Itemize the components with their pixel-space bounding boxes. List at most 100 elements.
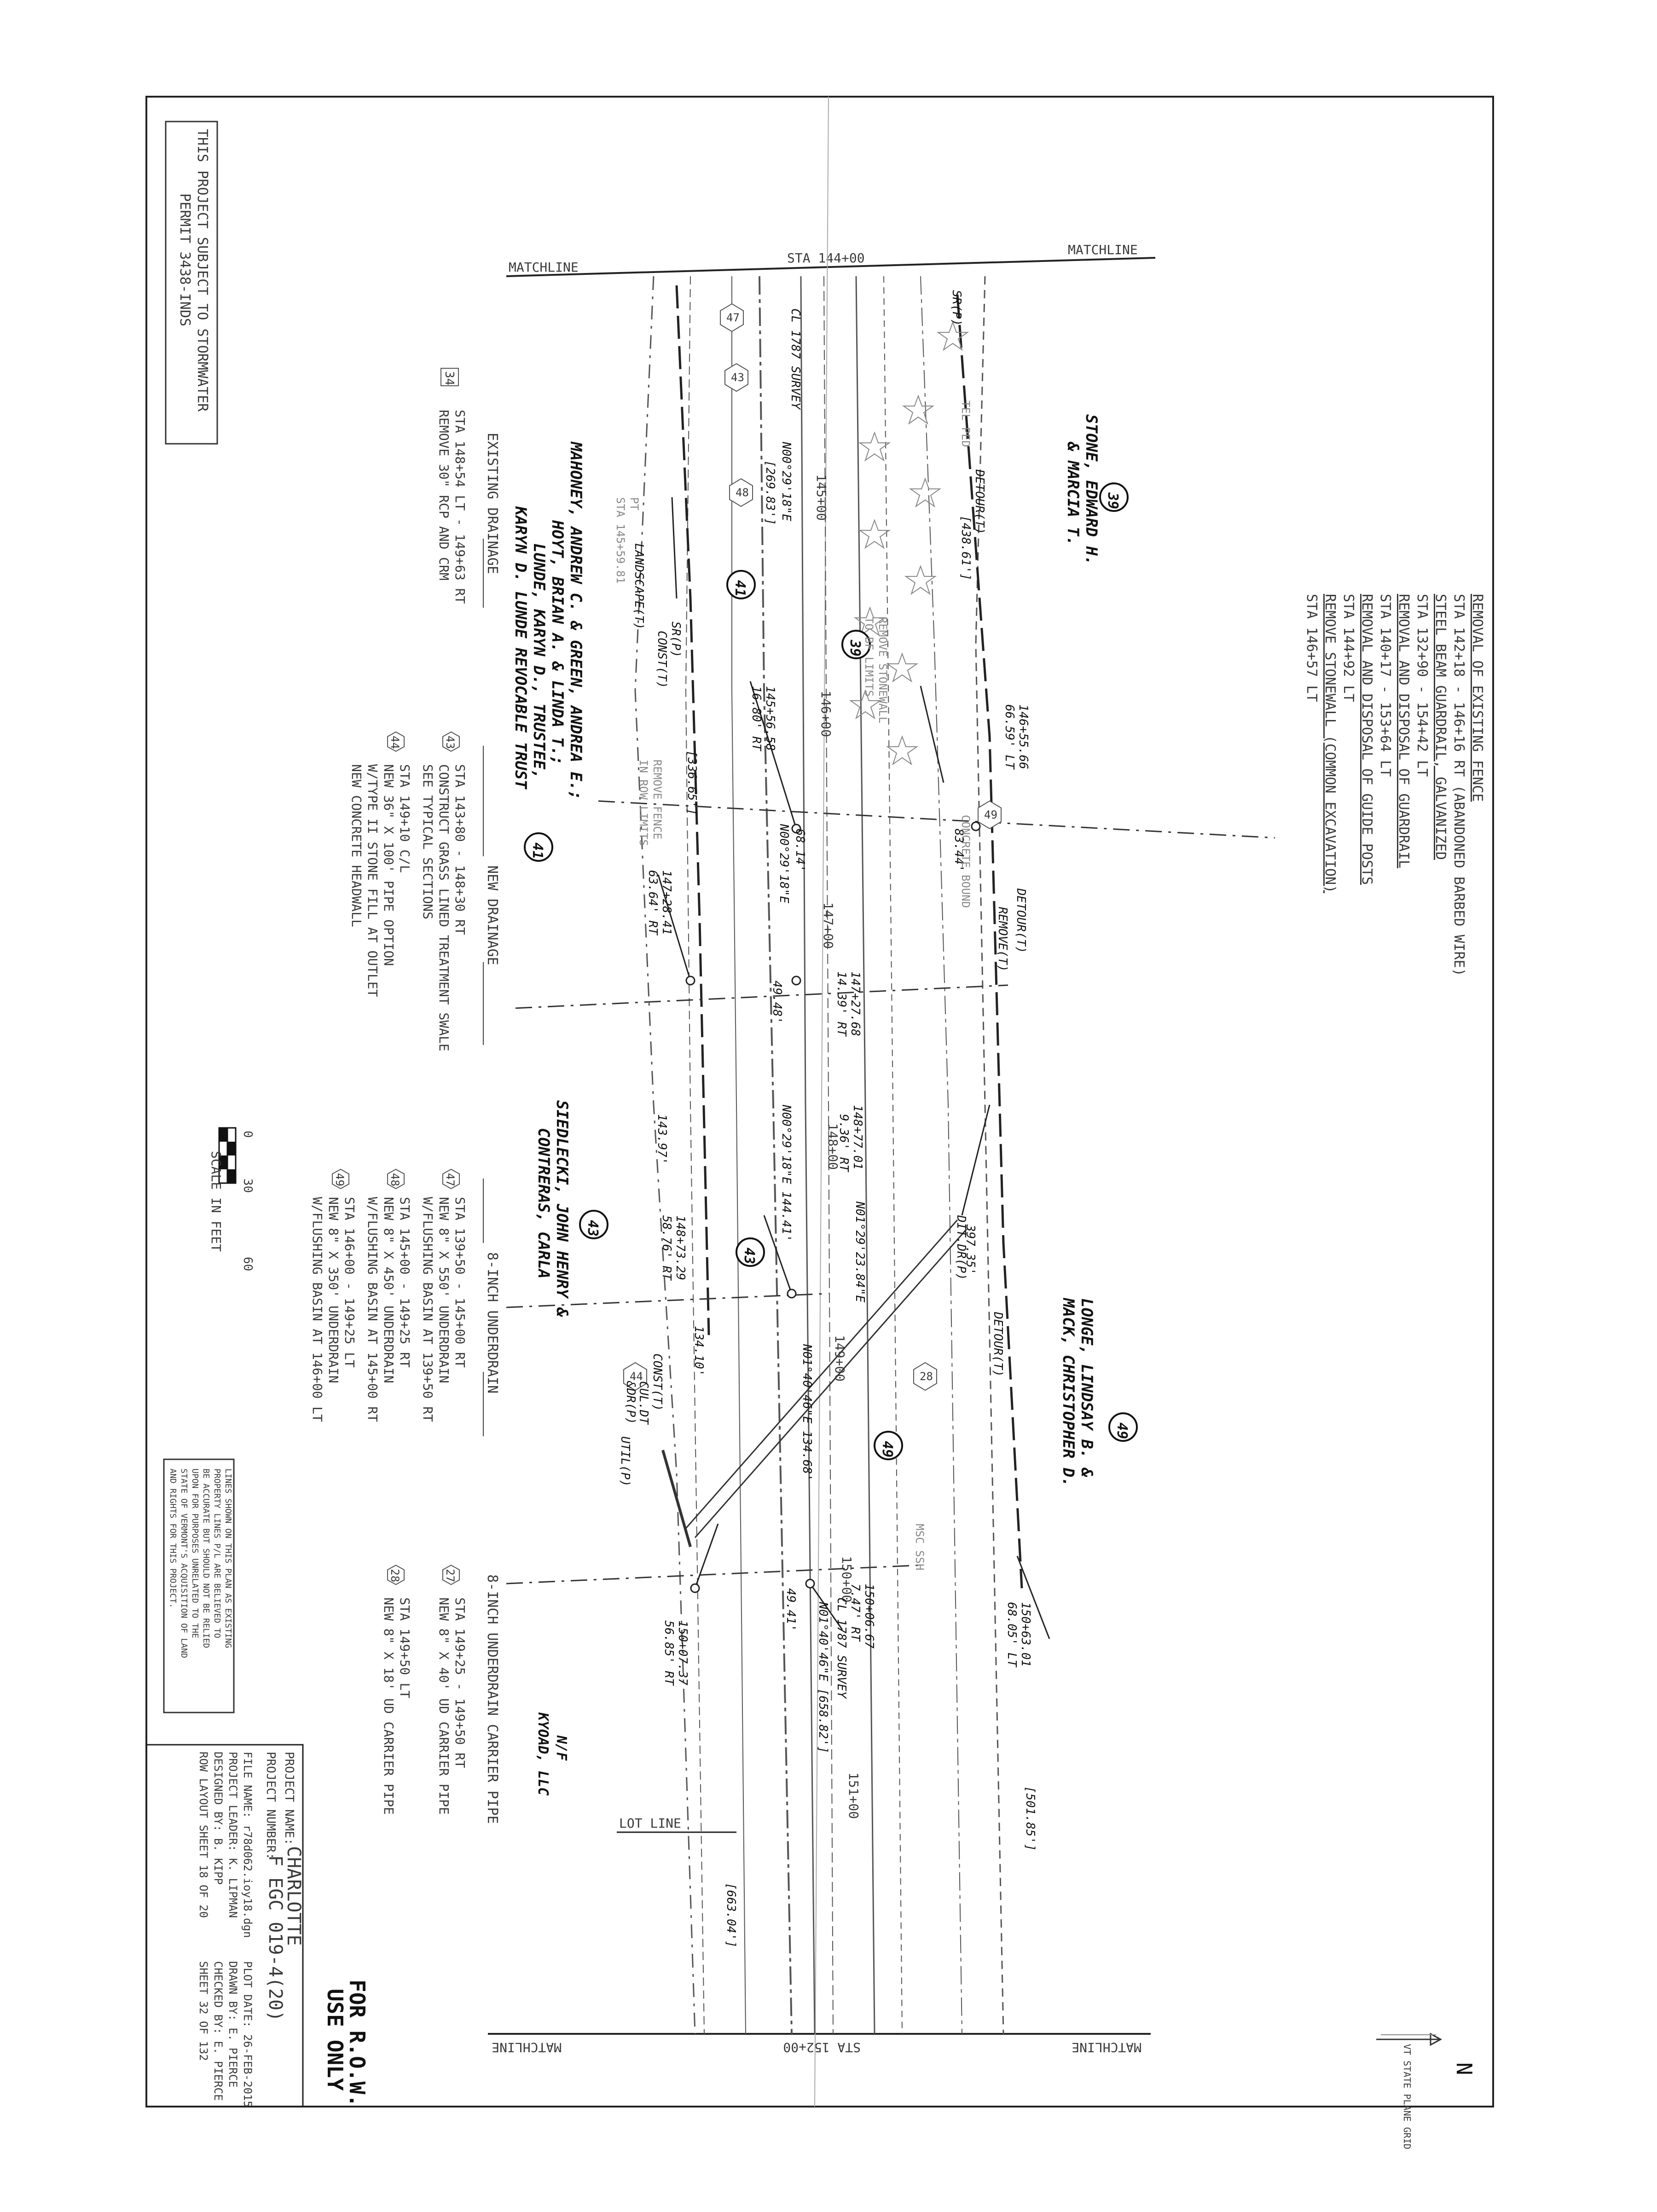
new-drainage-items-1-num: 44 [388,736,401,749]
labels-pt7a: 150+07.37 [676,1620,689,1685]
labels-sta-151: 151+00 [846,1772,861,1819]
new-drainage-items-0-line3: SEE TYPICAL SECTIONS [420,764,435,919]
labels-d-4948: 49.48' [770,981,784,1024]
svg-text:47: 47 [726,311,740,324]
labels-d-6814: 68.14' [793,829,807,872]
carrier-pipe-items-0-num: 27 [444,1569,457,1582]
new-drainage-items-0-num: 43 [444,736,457,749]
labels-cul-dt: CUL.DT [637,1381,650,1425]
underdrain-items-1-line1: STA 145+00 - 149+25 RT [397,1197,412,1368]
title-block-plot-date: PLOT DATE: 26-FEB-2015 [241,1961,254,2107]
underdrain-items-2-line3: W/FLUSHING BASIN AT 146+00 LT [310,1197,325,1422]
labels-pt9b: 68.05' LT [1005,1602,1019,1667]
owner-43-line2: CONTRERAS, CARLA [534,1128,553,1279]
underdrain-items-1-line3: W/FLUSHING BASIN AT 145+00 RT [365,1197,380,1422]
labels-pt4b: 14.39' RT [834,971,848,1037]
north-arrow-letter: N [1452,2062,1477,2075]
underdrain-items-0-line2: NEW 8" X 550' UNDERDRAIN [436,1197,452,1383]
labels-remove-fence2: IN ROW LIMITS [637,760,650,846]
labels-d-8344: 83.44' [952,829,966,872]
labels-remove-t: REMOVE(T) [996,907,1009,972]
underdrain-items-1-line2: NEW 8" X 450' UNDERDRAIN [381,1197,396,1383]
title-block-project-name-label: PROJECT NAME: [282,1752,296,1846]
labels-sta-149: 149+00 [832,1335,847,1382]
labels-d-134: 134.10' [692,1326,706,1376]
labels-bearing3: N00°29'18"E 144.41' [779,1104,793,1242]
carrier-pipe-items-1-num: 28 [388,1569,401,1582]
new-drainage-items-1-line1: STA 149+10 C/L [397,764,412,873]
labels-pt5b: 9.36' RT [837,1114,851,1173]
parcel-49b-circle [874,1431,903,1460]
scale-t60: 60 [241,1257,255,1271]
bottom-station: STA 152+00 [783,2040,861,2055]
carrier-pipe-items-0-line1: STA 149+25 - 149+50 RT [452,1597,468,1768]
title-block-file-name: FILE NAME: r78d062.ioy18.dgn [241,1752,254,1938]
disclaimer-line: AND RIGHTS FOR THIS PROJECT. [168,1469,178,1608]
removal-note-line: STA 144+92 LT [1340,594,1356,702]
parcel-43b-circle [736,1237,765,1267]
labels-sr-p2: SR(P) [669,621,683,657]
disclaimer-line: PROPERTY LINES P/L ARE BELIEVED TO [212,1469,222,1638]
owner-41-line4: KARYN D. LUNDE REVOCABLE TRUST [511,506,530,790]
title-block-project-leader: PROJECT LEADER: K. LIPMAN [226,1752,239,1918]
labels-cl-survey-top: CL 1787 SURVEY [788,308,802,410]
labels-sta-145-59: STA 145+59.81 [614,497,627,584]
owners-o49-num: 49 [1114,1422,1130,1439]
labels-dit-dr: DIT.DR(P) [954,1215,968,1280]
labels-bearing2: N00°29'18"E [777,824,791,904]
top-matchline [506,257,1156,277]
stormwater-line-2: PERMIT 3438-INDS [177,193,193,326]
labels-pt8a: 150+06.67 [862,1584,876,1649]
carrier-pipe-items-1-line1: STA 149+50 LT [397,1597,412,1698]
labels-msc-ssh: MSC SSH [913,1524,926,1570]
labels-cul-dt2: &DR(P) [624,1381,637,1424]
labels-pt9a: 150+63.01 [1019,1602,1032,1667]
new-drainage-items-1-line3: W/TYPE II STONE FILL AT OUTLET [365,764,380,997]
disclaimer-box: LINES SHOWN ON THIS PLAN AS EXISTINGPROP… [163,1458,235,1713]
removal-note-line: STA 132+90 - 154+42 LT [1414,594,1430,777]
labels-d-4941: 49.41' [784,1588,798,1631]
labels-detour: DETOUR(T) [973,469,986,534]
labels-cl-survey-bottom: CL 1787 SURVEY [834,1597,848,1699]
labels-landscape-t: LANDSCAPE(T) [632,543,646,630]
owner-39-line2: & MARCIA T. [1064,441,1082,546]
carrier-pipe-items-0-line2: NEW 8" X 40' UD CARRIER PIPE [436,1597,452,1815]
top-station: STA 144+00 [787,250,865,266]
svg-text:48: 48 [736,486,749,499]
title-block-project-number-label: PROJECT NUMBER: [264,1752,278,1860]
labels-sta-150: 150+00 [839,1556,854,1602]
row-use-line1: FOR R.O.W. [345,1980,370,2107]
owners-o39-num: 39 [1105,492,1121,509]
title-block-project-name: CHARLOTTE [283,1846,304,1946]
owners-o49-num: 49 [879,1441,895,1457]
owners-o41-num: 41 [529,842,545,859]
scale-t0: 0 [241,1131,255,1138]
new-drainage-items-1-line4: NEW CONCRETE HEADWALL [349,764,364,927]
labels-pt5a: 148+77.01 [851,1105,864,1170]
owner-49-line2: MACK, CHRISTOPHER D. [1059,1298,1078,1486]
labels-sta-147: 147+00 [821,902,836,949]
labels-pt1b: 66.59' LT [1002,704,1016,770]
plan-drawing: MATCHLINE MATCHLINE STA 144+00 MATCHLINE… [488,96,1275,2107]
labels-d-336: [336.65'] [685,750,699,815]
sheet-border [145,96,1494,2107]
underdrain-heading: 8-INCH UNDERDRAIN [484,1252,500,1393]
labels-detour3: DETOUR(T) [991,1312,1005,1377]
labels-pt3a: 147+28.41 [660,870,673,935]
parcel-43-circle [579,1210,608,1239]
removal-note-line: REMOVE STONEWALL (COMMON EXCAVATION) [1322,594,1338,893]
title-block-project-number: F EGC 019-4(20) [265,1855,286,2021]
bottom-matchline-right: MATCHLINE [1072,2040,1141,2055]
top-matchline-left: MATCHLINE [509,260,579,275]
labels-const-t2: CONST(T) [650,1353,664,1411]
carrier-pipe-heading: 8-INCH UNDERDRAIN CARRIER PIPE [484,1574,500,1824]
labels-d-143: 143.97' [655,1114,669,1165]
new-drainage-items-0-line1: STA 143+80 - 148+30 RT [452,764,468,935]
owner-41-line1: MAHONEY, ANDREW C. & GREEN, ANDREA E.; [567,441,585,800]
labels-d-397: 397.35' [963,1224,977,1275]
scale-bar: 0 30 60 SCALE IN FEET [209,1127,255,1271]
svg-text:28: 28 [920,1370,933,1383]
labels-pt7b: 56.85' RT [662,1620,676,1686]
